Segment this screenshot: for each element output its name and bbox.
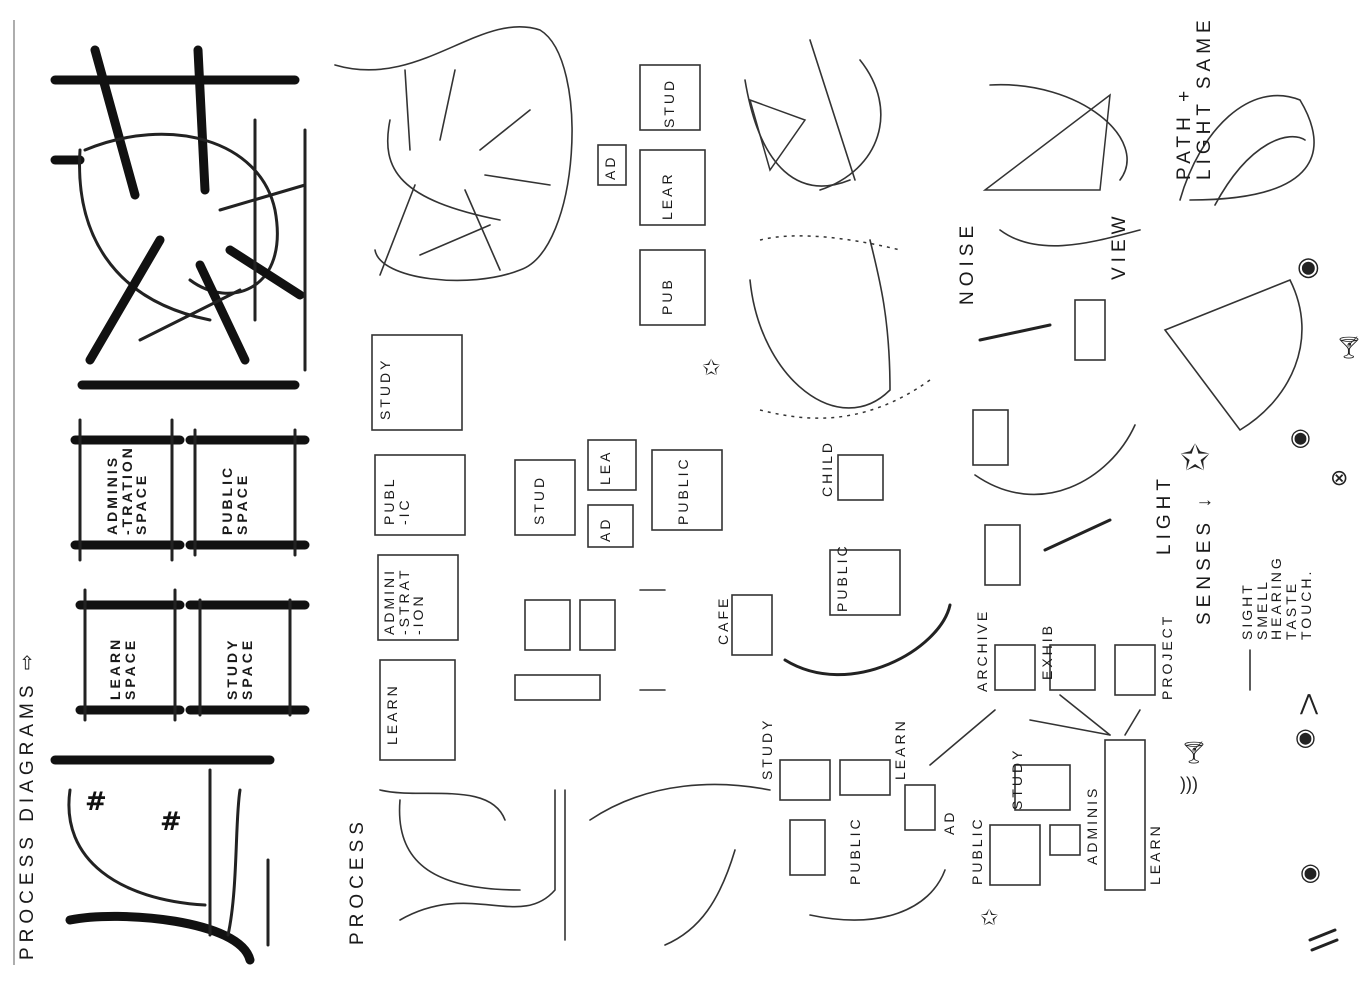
process-label: PROCESS [348, 817, 368, 945]
person-icon: ⋀ [1299, 690, 1319, 715]
sense-noise: NOISE [958, 221, 978, 305]
senses-heading: SENSES ↓ [1195, 493, 1215, 625]
room-learn: LEARN [385, 683, 400, 745]
room-stud: STUD [532, 475, 547, 525]
zone-study: STUDY SPACE [225, 638, 254, 700]
room-ad: AD [603, 155, 618, 180]
zone-admin: ADMINIS -TRATION SPACE [105, 445, 149, 535]
wine-glass-icon: 🍸︎ [1180, 740, 1208, 765]
sound-waves-icon: ))) [1180, 774, 1198, 794]
room-learn: LEARN [1148, 823, 1163, 885]
room-public: PUBLIC [835, 543, 850, 612]
star-icon: ✩ [980, 905, 998, 930]
process-sketch [335, 27, 950, 945]
svg-text:))): ))) [1180, 774, 1198, 794]
star-icon: ✩ [1180, 437, 1210, 478]
room-child: CHILD [820, 440, 835, 497]
svg-text:◉: ◉ [1295, 724, 1316, 751]
eye-icon: ◉ [1297, 251, 1320, 281]
eye-icon: ◉ [1290, 424, 1311, 451]
senses-list: SIGHT SMELL HEARING TASTE TOUCH. [1240, 555, 1313, 640]
room-public: PUBL -IC [382, 476, 411, 525]
sense-path-light: PATH + LIGHT SAME [1175, 15, 1215, 180]
bicycle-icon: ⊗ [1330, 465, 1348, 490]
room-public: PUBLIC [970, 816, 985, 885]
room-study: STUDY [378, 358, 393, 420]
room-study: STUDY [1010, 748, 1025, 810]
room-study: STUDY [760, 718, 775, 780]
arrow-icon: ⇨ [17, 649, 38, 670]
zone-learn: LEARN SPACE [108, 637, 137, 700]
svg-text:⋀: ⋀ [1299, 690, 1319, 715]
sense-view: VIEW [1110, 211, 1130, 280]
eye-icon: ◉ [1300, 859, 1321, 886]
room-cafe: CAFE [716, 596, 731, 645]
room-archive: ARCHIVE [975, 609, 990, 692]
senses-sketch [930, 85, 1337, 950]
room-project: PROJECT [1160, 614, 1175, 700]
room-public: PUBLIC [676, 456, 691, 525]
svg-text:◉: ◉ [1300, 859, 1321, 886]
star-icon: ✩ [702, 355, 720, 380]
sense-light: LIGHT [1155, 474, 1175, 555]
room-pub: PUB [660, 277, 675, 315]
room-administration: ADMINI -STRAT -ION [382, 567, 426, 635]
room-stud: STUD [662, 78, 677, 128]
room-adminis: ADMINIS [1085, 786, 1100, 865]
svg-text:✩: ✩ [1180, 437, 1210, 478]
svg-text:◉: ◉ [1297, 251, 1320, 281]
svg-text:⊗: ⊗ [1330, 465, 1348, 490]
svg-text:🍸︎: 🍸︎ [1180, 740, 1208, 765]
svg-text:#: # [160, 807, 182, 837]
arrow-icon: ↓ [1194, 493, 1215, 508]
room-exhib: EXHIB [1040, 623, 1055, 680]
zone-public: PUBLIC SPACE [220, 465, 249, 535]
room-lea: LEA [598, 450, 613, 485]
zone-blocks [55, 420, 305, 760]
room-ad: AD [942, 810, 957, 835]
svg-text:✩: ✩ [980, 905, 998, 930]
bubble-diagram [55, 50, 305, 385]
room-public: PUBLIC [848, 816, 863, 885]
svg-text:🍸︎: 🍸︎ [1335, 335, 1363, 360]
page-title: PROCESS DIAGRAMS ⇨ [18, 649, 38, 960]
room-lear: LEAR [660, 171, 675, 220]
svg-text:◉: ◉ [1290, 424, 1311, 451]
eye-icon: ◉ [1295, 724, 1316, 751]
svg-text:✩: ✩ [702, 355, 720, 380]
room-learn: LEARN [893, 718, 908, 780]
flow-diagram: # # [69, 770, 268, 960]
wine-glass-icon: 🍸︎ [1335, 335, 1363, 360]
room-ad: AD [598, 517, 613, 542]
svg-text:#: # [85, 787, 107, 817]
